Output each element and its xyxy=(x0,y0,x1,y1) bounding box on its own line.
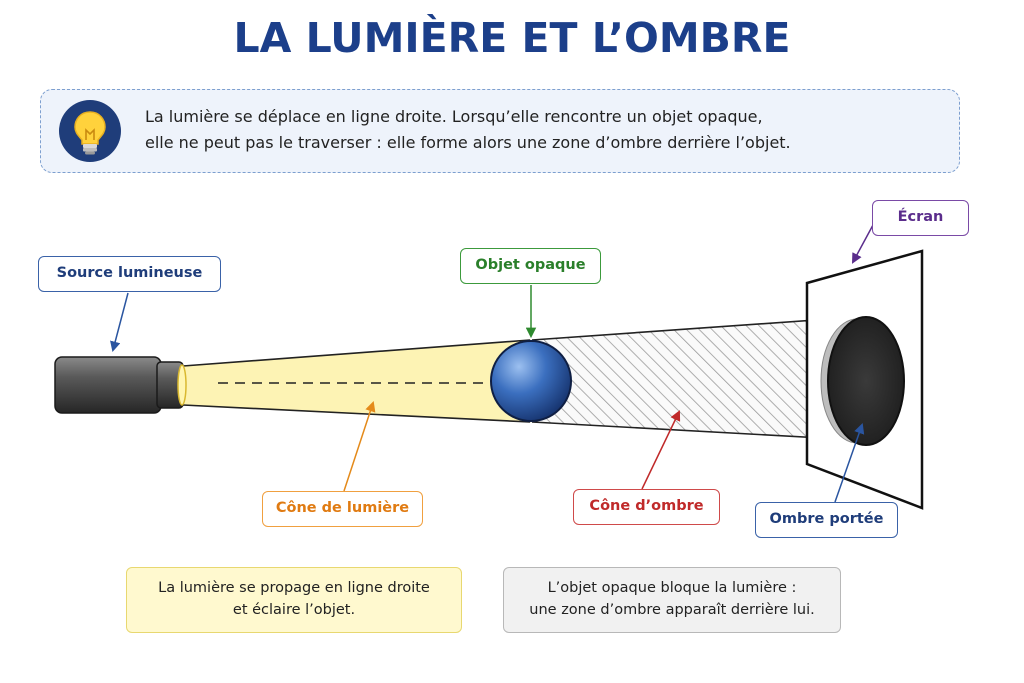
ecran-label: Écran xyxy=(872,200,969,236)
objet-label: Objet opaque xyxy=(460,248,601,284)
cone-lumiere-label: Cône de lumière xyxy=(262,491,423,527)
flashlight-body xyxy=(54,356,162,414)
intro-text: La lumière se déplace en ligne droite. L… xyxy=(145,104,945,156)
shadow-cone xyxy=(532,317,858,440)
arrow-ecran xyxy=(852,224,874,264)
arrow-cone-ombre xyxy=(641,410,681,490)
intro-line: elle ne peut pas le traverser : elle for… xyxy=(145,133,791,152)
lightbulb-icon xyxy=(59,100,121,162)
opaque-sphere xyxy=(490,340,572,422)
note-line: La lumière se propage en ligne droite xyxy=(158,580,430,596)
note-line: L’objet opaque bloque la lumière : xyxy=(547,580,797,596)
intro-line: La lumière se déplace en ligne droite. L… xyxy=(145,107,763,126)
intro-box: La lumière se déplace en ligne droite. L… xyxy=(40,89,960,173)
light-cone-edge xyxy=(182,404,531,423)
shadow-cone-edge xyxy=(531,421,859,441)
flashlight-lens xyxy=(177,364,187,406)
note-line: et éclaire l’objet. xyxy=(232,602,356,618)
arrow-source xyxy=(110,292,129,353)
note-line: une zone d’ombre apparaît derrière lui. xyxy=(529,602,815,618)
source-label: Source lumineuse xyxy=(38,256,221,292)
shadow-disc xyxy=(827,316,905,446)
ombre-portee-label: Ombre portée xyxy=(755,502,898,538)
light-note: La lumière se propage en ligne droite et… xyxy=(126,567,462,633)
arrow-cone-lumiere xyxy=(343,401,376,492)
page-title: LA LUMIÈRE ET L’OMBRE xyxy=(233,14,791,62)
shadow-cone-edge xyxy=(531,316,859,341)
light-cone-edge xyxy=(182,339,531,367)
arrow-ombre-portee xyxy=(834,423,865,503)
shadow-note: L’objet opaque bloque la lumière : une z… xyxy=(503,567,841,633)
cone-ombre-label: Cône d’ombre xyxy=(573,489,720,525)
